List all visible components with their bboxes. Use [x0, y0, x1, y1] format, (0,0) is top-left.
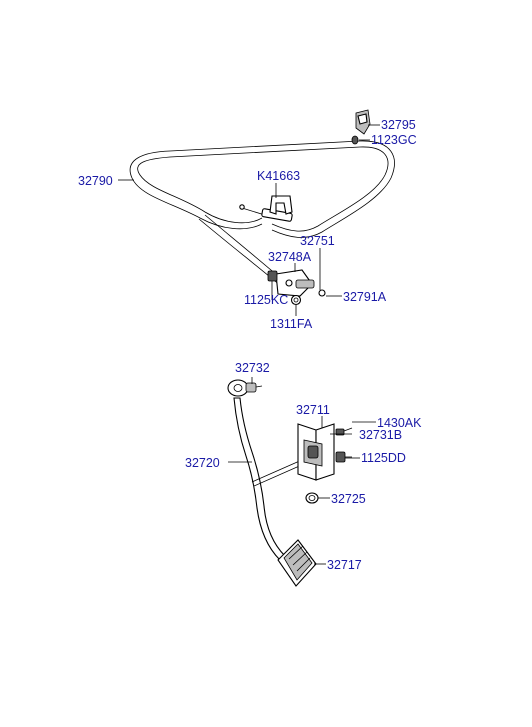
- cable-bracket-32748a: [275, 269, 315, 297]
- label-32725[interactable]: 32725: [331, 492, 366, 506]
- lower-leader-lines: [228, 377, 376, 565]
- label-32717[interactable]: 32717: [327, 558, 362, 572]
- cable-adjuster-k41663: [239, 195, 293, 222]
- accelerator-pedal-assembly: [227, 379, 353, 587]
- label-32748a[interactable]: 32748A: [268, 250, 312, 264]
- label-32795[interactable]: 32795: [381, 118, 416, 132]
- accelerator-cable: [137, 146, 389, 232]
- accelerator-cable-assembly: [129, 109, 395, 306]
- label-1123gc[interactable]: 1123GC: [371, 133, 417, 147]
- pedal-bushing-32732: [227, 379, 263, 397]
- pedal-pad-32717: [277, 539, 317, 587]
- stopper-1430ak: [335, 427, 353, 436]
- part-labels: 32795 1123GC 32790 K41663 32751 32748A 3…: [78, 118, 422, 572]
- label-1125dd[interactable]: 1125DD: [361, 451, 406, 465]
- upper-leader-lines: [118, 124, 380, 316]
- cable-clip-32795: [351, 109, 371, 145]
- label-32731b[interactable]: 32731B: [359, 428, 402, 442]
- washer-32791a: [318, 289, 326, 297]
- label-32720[interactable]: 32720: [185, 456, 220, 470]
- nut-1311fa: [290, 294, 302, 306]
- return-spring-32725: [305, 492, 319, 504]
- label-32790[interactable]: 32790: [78, 174, 113, 188]
- bolt-1125kc: [267, 270, 278, 290]
- label-1125kc[interactable]: 1125KC: [244, 293, 288, 307]
- label-32711[interactable]: 32711: [296, 403, 330, 417]
- label-1311fa[interactable]: 1311FA: [270, 317, 313, 331]
- label-k41663[interactable]: K41663: [257, 169, 300, 183]
- label-32732[interactable]: 32732: [235, 361, 270, 375]
- bolt-1125dd: [335, 451, 352, 463]
- label-32751[interactable]: 32751: [300, 234, 335, 248]
- label-1430ak[interactable]: 1430AK: [377, 416, 422, 430]
- label-32791a[interactable]: 32791A: [343, 290, 387, 304]
- pedal-bracket-32711: [297, 423, 335, 481]
